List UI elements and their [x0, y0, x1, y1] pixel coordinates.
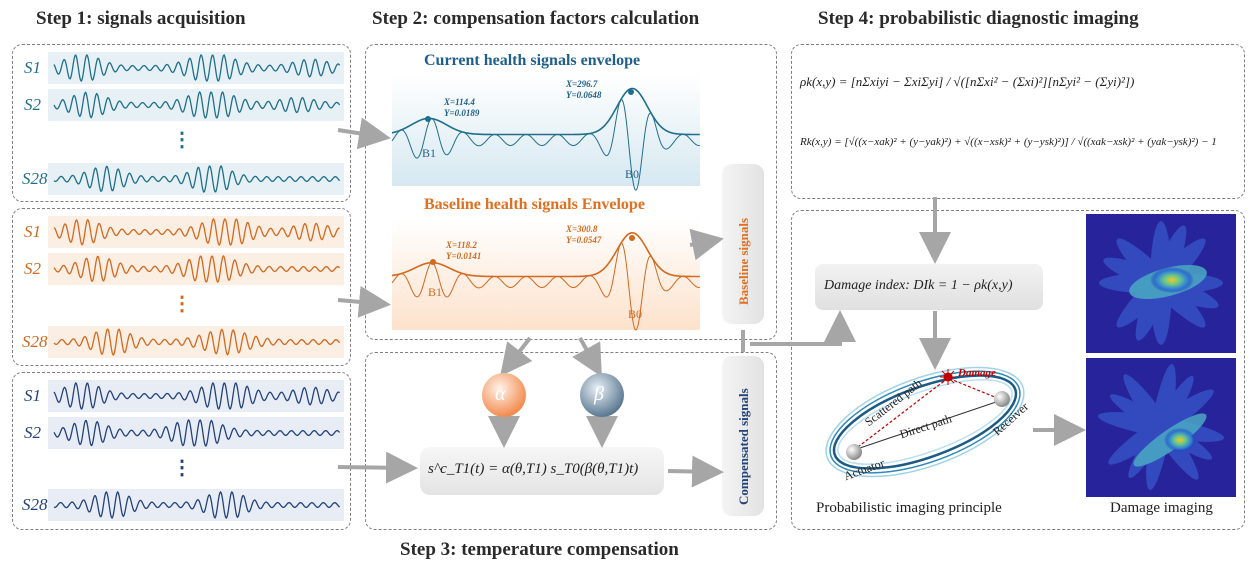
- signals-panel-new: [12, 372, 351, 530]
- wave-baseline-s2: [53, 254, 341, 284]
- baseline-annot-p1-y: Y=0.0141: [446, 251, 482, 261]
- beta-circle: [580, 373, 624, 417]
- label-new-s28: S28: [22, 495, 48, 514]
- wave-baseline-s28: [53, 328, 341, 356]
- baseline-envelope-wave: [391, 242, 700, 331]
- temperature-compensation-panel: [365, 352, 777, 530]
- current-envelope-wave: [391, 98, 700, 191]
- damage-image-1-star: [1099, 221, 1223, 345]
- wave-baseline-s1: [53, 217, 340, 247]
- label-baseline-s1: S1: [24, 222, 41, 241]
- alpha-label: α: [495, 383, 506, 405]
- baseline-envelope-bg: [392, 218, 700, 330]
- step2-title: Step 2: compensation factors calculation: [372, 8, 700, 29]
- current-b0-label: B0: [625, 167, 640, 181]
- arrow-envelope-to-baseline: [689, 228, 724, 261]
- wave-current-s28: [53, 165, 341, 194]
- actuator-sensor: [846, 444, 862, 460]
- baseline-envelope-curve: [391, 232, 700, 278]
- damage-index-box: [815, 264, 1043, 310]
- connector-to-damage-index: [750, 310, 856, 346]
- wave-current-s2: [53, 90, 341, 119]
- arrow-to-beta: [572, 337, 602, 377]
- imaging-ellipse: [825, 366, 1025, 478]
- damage-index-formula: Damage index: DIk = 1 − ρk(x,y): [824, 278, 1013, 293]
- damage-label: Damage: [958, 367, 996, 379]
- correlation-formula: ρk(x,y) = [nΣxiyi − ΣxiΣyi] / √([nΣxi² −…: [800, 74, 1135, 89]
- formula-panel: [791, 44, 1245, 199]
- current-envelope-bg: [392, 74, 700, 186]
- strip-new-s1: [48, 380, 344, 412]
- label-current-s1: S1: [24, 58, 41, 77]
- current-envelope-title: Current health signals envelope: [424, 52, 641, 69]
- compensation-formula: s^c_T1(t) = α(θ,T1) s_T0(β(θ,T1)t): [428, 461, 639, 477]
- signals-panel-current: [12, 44, 351, 202]
- compensation-factors-panel: [365, 44, 777, 340]
- arrow-new-to-formula: [337, 451, 418, 484]
- baseline-annot-p1-x: X=118.2: [446, 240, 477, 250]
- baseline-envelope-title: Baseline health signals Envelope: [424, 196, 645, 213]
- beta-label: β: [594, 383, 604, 405]
- baseline-peak-b1: [430, 259, 436, 265]
- compensated-signals-box: [722, 356, 764, 516]
- ellipsis-new: ⋮: [172, 457, 192, 479]
- label-new-s1: S1: [24, 386, 41, 405]
- current-peak-b0: [628, 89, 634, 95]
- arrow-baseline-to-step2: [337, 285, 391, 318]
- alpha-circle: [482, 373, 526, 417]
- current-annot-p1-x: X=114.4: [444, 97, 475, 107]
- label-new-s2: S2: [24, 423, 41, 442]
- current-annot-p2-x: X=296.7: [566, 79, 598, 89]
- step1-title: Step 1: signals acquisition: [36, 8, 246, 29]
- arrow-current-to-step2: [337, 117, 391, 150]
- imaging-panel: [791, 210, 1245, 530]
- arrow-to-alpha: [500, 336, 533, 377]
- baseline-annot-p2-x: X=300.8: [566, 224, 598, 234]
- wave-new-s1: [53, 381, 341, 411]
- principle-caption: Probabilistic imaging principle: [816, 500, 1002, 516]
- step3-title: Step 3: temperature compensation: [400, 539, 679, 560]
- arrow-formula-to-compensated: [667, 455, 724, 488]
- direct-path-line: [853, 399, 1003, 451]
- compensated-signals-label: Compensated signals: [736, 388, 751, 505]
- current-peak-b1: [425, 116, 431, 122]
- baseline-signals-label: Baseline signals: [736, 217, 751, 305]
- label-baseline-s2: S2: [24, 259, 41, 278]
- label-baseline-s28: S28: [22, 332, 48, 351]
- wave-current-s1: [53, 53, 341, 83]
- current-envelope-curve: [391, 87, 700, 136]
- signals-panel-baseline: [12, 208, 351, 366]
- ellipse-formula: Rk(x,y) = [√((x−xak)² + (y−yak)²) + √((x…: [800, 136, 1217, 148]
- label-current-s28: S28: [22, 169, 48, 188]
- compensation-formula-box: [420, 447, 664, 495]
- ellipsis-baseline: ⋮: [172, 293, 192, 315]
- current-annot-p2-y: Y=0.0648: [566, 90, 602, 100]
- ellipsis-current: ⋮: [172, 129, 192, 151]
- baseline-peak-b0: [629, 235, 635, 241]
- receiver-sensor: [994, 391, 1010, 407]
- baseline-annot-p2-y: Y=0.0547: [566, 235, 602, 245]
- baseline-signals-box: [722, 164, 764, 324]
- damage-image-2-star: [1097, 363, 1225, 491]
- current-annot-p1-y: Y=0.0189: [444, 108, 480, 118]
- strip-baseline-s1: [48, 216, 344, 248]
- baseline-b0-label: B0: [628, 307, 643, 321]
- label-current-s2: S2: [24, 95, 41, 114]
- current-b1-label: B1: [422, 146, 437, 160]
- wave-new-s28: [53, 490, 341, 520]
- damage-spark-icon: [940, 369, 956, 385]
- wave-new-s2: [53, 419, 341, 448]
- baseline-b1-label: B1: [428, 285, 443, 299]
- scattered-path-line: [853, 377, 1003, 451]
- step4-title: Step 4: probabilistic diagnostic imaging: [818, 8, 1139, 29]
- imaging-caption: Damage imaging: [1110, 500, 1213, 516]
